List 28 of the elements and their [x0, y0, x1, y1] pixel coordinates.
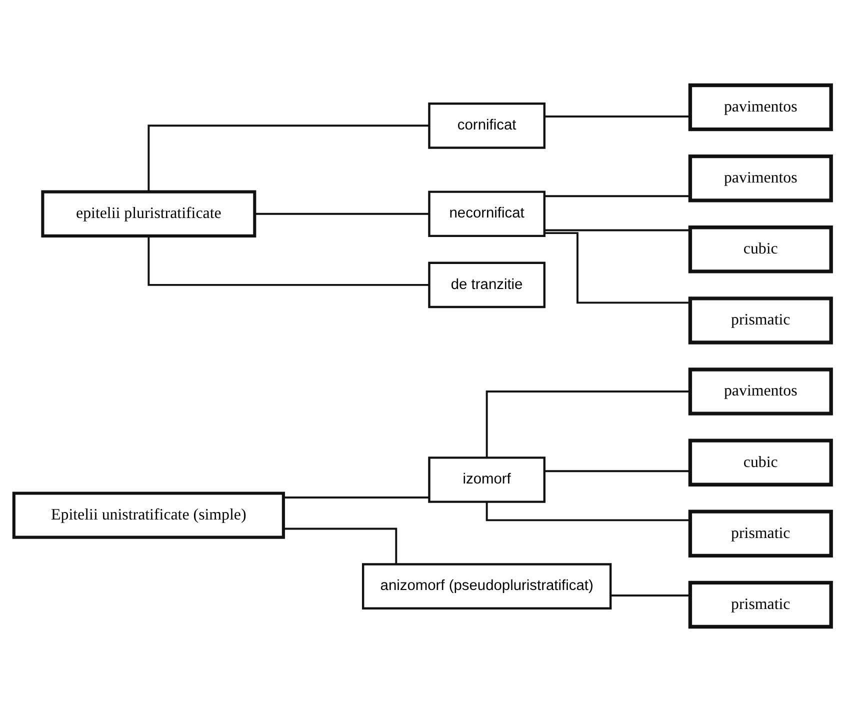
connector — [147, 235, 429, 286]
node-box: prismatic — [688, 296, 832, 344]
node-box: prismatic — [688, 509, 832, 558]
node-box: cubic — [688, 438, 832, 486]
connector — [485, 501, 690, 521]
node-box: Epitelii unistratificate (simple) — [12, 491, 284, 538]
connector — [610, 594, 690, 596]
node-box: pavimentos — [688, 82, 832, 131]
node-box: necornificat — [428, 190, 545, 237]
node-box: prismatic — [688, 580, 832, 628]
connector — [544, 470, 690, 472]
node-box: izomorf — [428, 456, 545, 502]
node-box: anizomorf (pseudopluristratificat) — [361, 562, 612, 609]
connector — [544, 228, 690, 231]
connector — [254, 212, 428, 214]
connector — [147, 124, 429, 192]
node-box: pavimentos — [688, 154, 832, 202]
connector — [544, 115, 690, 117]
connector — [544, 232, 690, 304]
connector — [485, 390, 690, 457]
connector — [283, 527, 397, 564]
node-box: cubic — [688, 225, 832, 273]
node-box: cornificat — [428, 102, 545, 148]
node-box: epitelii pluristratificate — [40, 190, 256, 237]
node-box: pavimentos — [688, 367, 832, 415]
connector — [544, 194, 690, 197]
node-box: de tranzitie — [428, 261, 545, 308]
connector — [283, 496, 429, 498]
